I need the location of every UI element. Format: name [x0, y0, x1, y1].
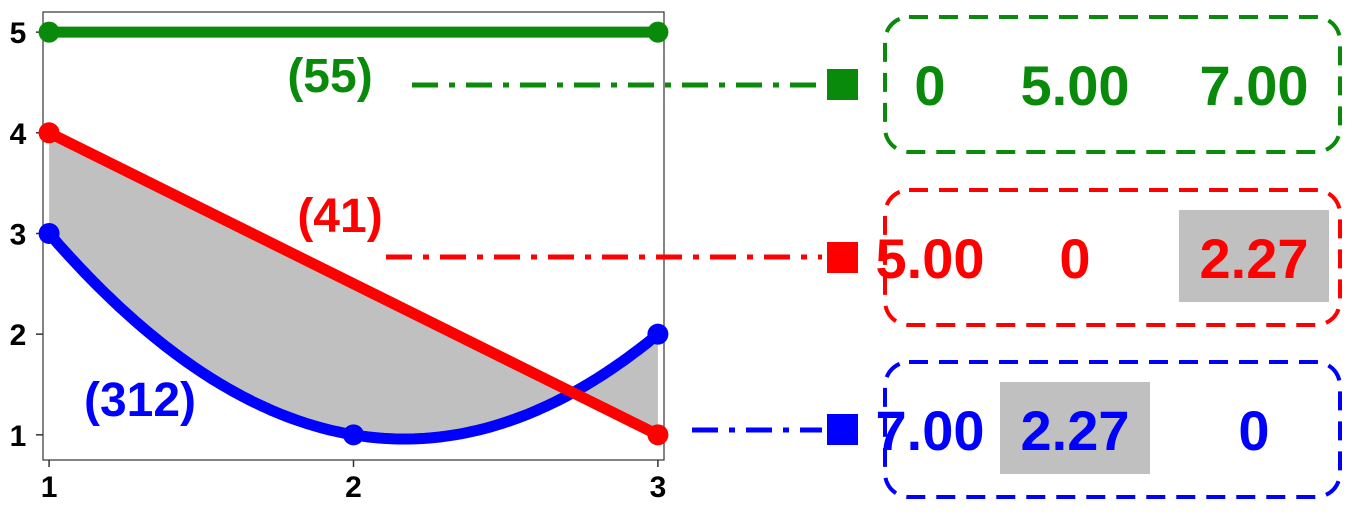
- matrix-cell-value: 7.00: [1200, 54, 1309, 117]
- distance-matrix: 0 5.00 7.00 5.00 0 2.27 7.00 2.27 0: [876, 15, 1342, 499]
- y-tick-label: 3: [10, 218, 27, 251]
- matrix-cell-value: 0: [914, 54, 945, 117]
- series-point-312: [647, 323, 669, 345]
- x-tick-label: 2: [345, 471, 362, 504]
- matrix-cell-value: 2.27: [1200, 227, 1309, 290]
- matrix-cell-value: 5.00: [1021, 54, 1130, 117]
- matrix-cell-value: 5.00: [876, 227, 985, 290]
- y-tick-label: 5: [10, 17, 27, 50]
- y-tick-label: 1: [10, 420, 27, 453]
- series-label-312: (312): [84, 374, 196, 427]
- series-point-312: [343, 424, 364, 446]
- x-tick-label: 3: [650, 471, 667, 504]
- series-labels-layer: (55) (41) (312): [84, 50, 383, 427]
- series-point-55: [38, 21, 60, 43]
- matrix-cell-value: 0: [1238, 399, 1269, 462]
- matrix-cell-highlight: [1179, 210, 1329, 302]
- series-label-55: (55): [287, 50, 372, 103]
- y-tick-label: 2: [10, 319, 27, 352]
- series-point-312: [38, 222, 60, 244]
- matrix-cell-value: 7.00: [876, 399, 985, 462]
- matrix-cell-value: 0: [1059, 227, 1090, 290]
- x-tick-label: 1: [41, 471, 58, 504]
- series-point-55: [647, 21, 669, 43]
- series-point-41: [647, 424, 669, 446]
- series-line-41: [43, 127, 664, 441]
- connector-marker-55: [827, 69, 858, 100]
- connector-layer: [386, 69, 858, 445]
- series-layer: [38, 21, 669, 446]
- series-label-41: (41): [297, 190, 382, 243]
- connector-marker-312: [827, 414, 858, 445]
- matrix-cell-value: 2.27: [1021, 399, 1130, 462]
- matrix-row-box-55: [883, 15, 1342, 154]
- matrix-row-box-41: [883, 188, 1342, 327]
- axis-ticks-layer: 1 2 3 1 2 3 4 5: [10, 17, 667, 504]
- y-tick-label: 4: [10, 118, 27, 151]
- matrix-row-box-312: [883, 360, 1342, 499]
- matrix-cell-highlight: [1000, 382, 1150, 474]
- connector-marker-41: [827, 242, 858, 273]
- series-point-41: [38, 122, 60, 144]
